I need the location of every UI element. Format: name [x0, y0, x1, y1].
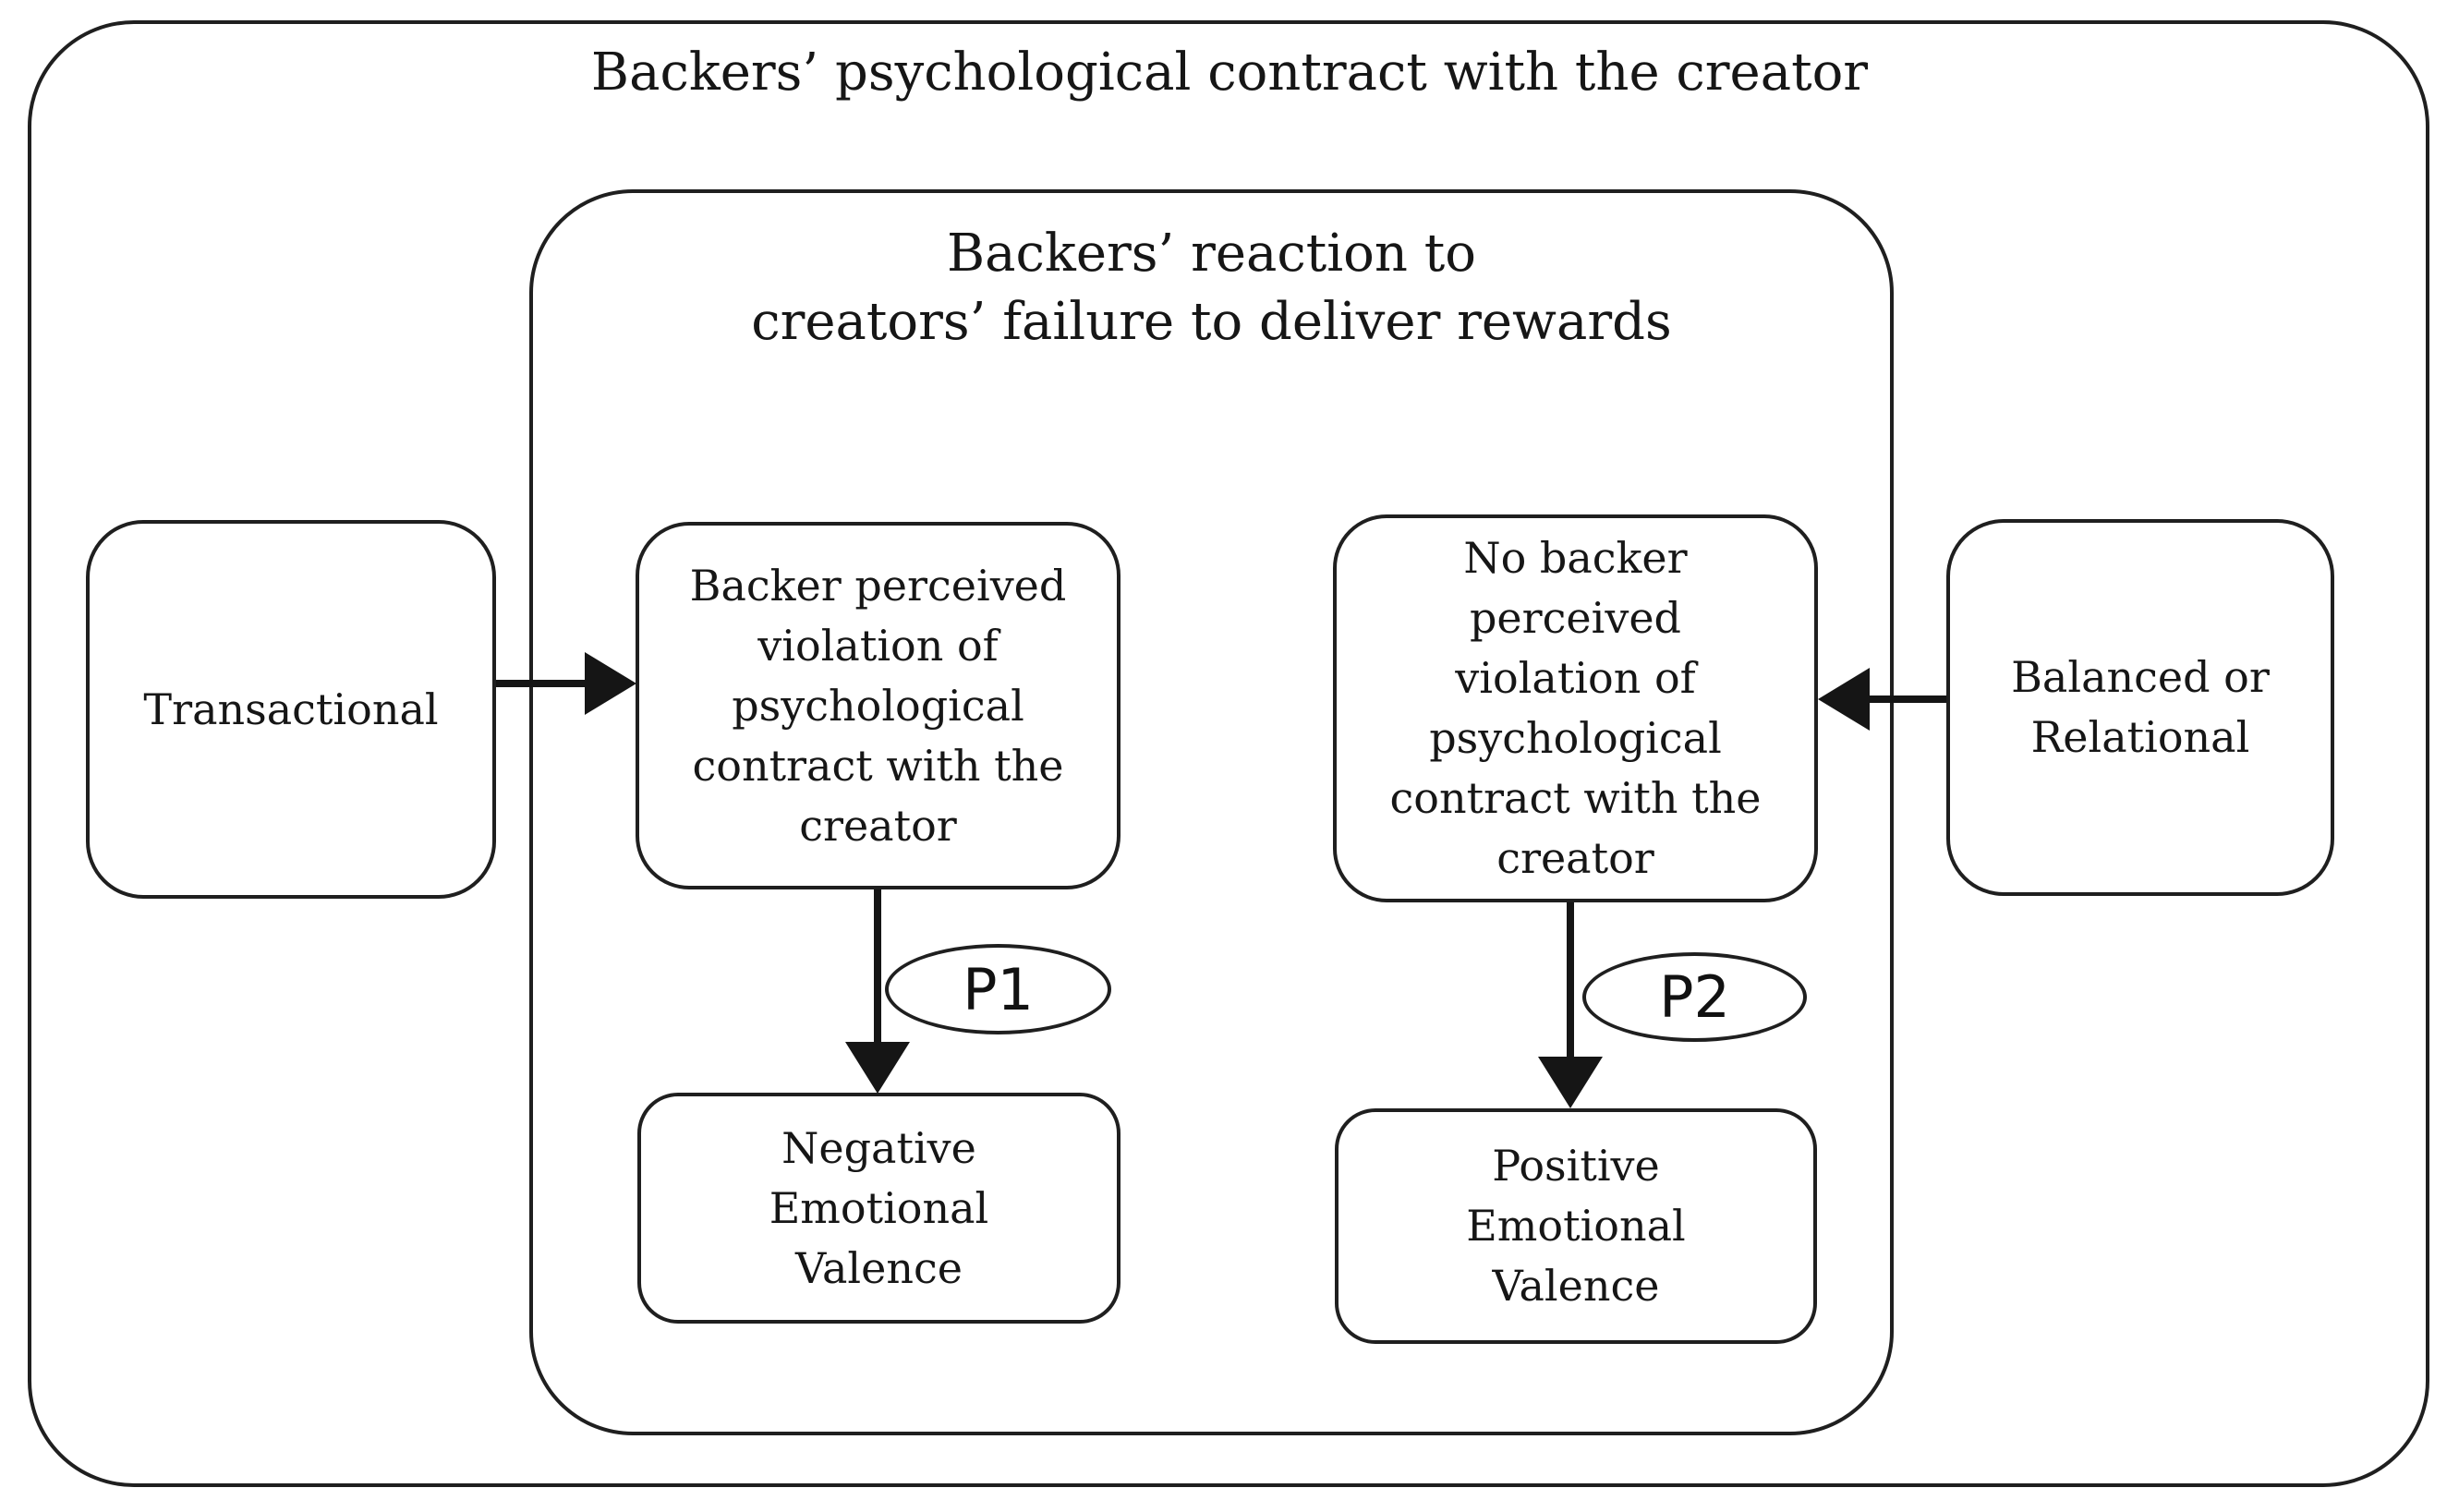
proposition-ellipse-p1: P1 — [885, 944, 1111, 1034]
arrow-balanced-to-no-violation-shaft — [1866, 696, 1946, 703]
proposition-p2-label: P2 — [1659, 963, 1730, 1031]
arrow-transactional-to-violation-head-icon — [585, 652, 636, 715]
node-negative-emotional-valence: Negative Emotional Valence — [637, 1093, 1120, 1324]
proposition-p1-label: P1 — [963, 955, 1034, 1023]
inner-container-title: Backers’ reaction to creators’ failure t… — [751, 224, 1672, 352]
outer-container-title: Backers’ psychological contract with the… — [590, 42, 1869, 103]
arrow-balanced-to-no-violation-head-icon — [1818, 668, 1870, 731]
node-no-backer-perceived-violation: No backer perceived violation of psychol… — [1333, 514, 1818, 902]
arrow-no-violation-to-positive-head-icon — [1538, 1057, 1603, 1108]
inner-container-backers-reaction — [529, 189, 1894, 1435]
outer-container-backers-psychological-contract — [28, 20, 2429, 1487]
proposition-ellipse-p2: P2 — [1582, 952, 1807, 1042]
arrow-transactional-to-violation-shaft — [496, 680, 588, 687]
node-backer-perceived-violation: Backer perceived violation of psychologi… — [636, 522, 1120, 889]
arrow-violation-to-negative-head-icon — [845, 1042, 910, 1094]
arrow-no-violation-to-positive-shaft — [1567, 902, 1574, 1059]
node-balanced-or-relational: Balanced or Relational — [1946, 519, 2334, 896]
node-transactional: Transactional — [86, 520, 496, 899]
node-positive-emotional-valence: Positive Emotional Valence — [1335, 1108, 1817, 1344]
arrow-violation-to-negative-shaft — [874, 889, 881, 1045]
